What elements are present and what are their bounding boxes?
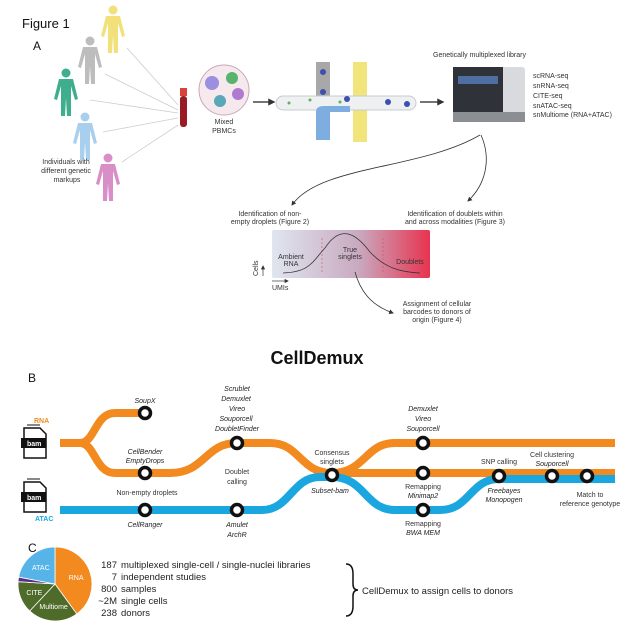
doublets-label: Doublets (396, 259, 424, 266)
person-grey-icon (78, 36, 102, 84)
microfluidics-chip-icon (275, 62, 417, 142)
node-consensus (324, 467, 340, 483)
stat-text: independent studies (121, 572, 206, 583)
pie-label: RNA (69, 575, 84, 582)
atac-file-label: bam (27, 495, 41, 502)
stat-value: 7 (112, 572, 117, 583)
stat-text: samples (121, 584, 157, 595)
node-match (579, 468, 595, 484)
axis-y-label: Cells (253, 260, 260, 276)
person-yellow-icon (101, 5, 125, 53)
flow-curve (467, 134, 487, 202)
metro-nodes (137, 405, 595, 518)
cellDemux-title: CellDemux (270, 348, 363, 368)
person-pink-icon (96, 153, 120, 201)
node-remap-atac (415, 502, 431, 518)
metro-lines (60, 409, 615, 514)
flow-curve (354, 271, 394, 315)
panel-c-label: C (28, 541, 37, 555)
stat-value: 800 (101, 584, 117, 595)
node-doublet-rna (229, 435, 245, 451)
assay-list: scRNA-seq snRNA-seq CITE-seq snATAC-seq … (533, 73, 612, 119)
umi-distribution-panel (272, 230, 430, 278)
figure-title: Figure 1 (22, 16, 70, 31)
pie-slice-multiome (29, 583, 78, 622)
axis-x-label: UMIs (272, 285, 289, 292)
person-lightblue-icon (73, 112, 97, 160)
stat-value: 187 (101, 560, 117, 571)
pie-label: Multiome (39, 604, 68, 611)
soupx-label: SoupX (134, 398, 155, 405)
node-soupx (137, 405, 153, 421)
pie-label: CITE (26, 590, 42, 597)
panel-b-label: B (28, 371, 36, 385)
cellranger-label: CellRanger (127, 522, 163, 529)
node-clustering (544, 468, 560, 484)
non-empty-label: Non-empty droplets (116, 490, 178, 497)
atac-modality-label: ATAC (35, 516, 53, 523)
stat-value: ~2M (98, 596, 117, 607)
empty-droplets-note: Identification of non-empty droplets (Fi… (231, 211, 309, 226)
node-demux (415, 435, 431, 451)
individuals-label: Individuals with different genetic marku… (41, 159, 93, 184)
pie-slice-rna (54, 546, 93, 615)
node-snp-calling (491, 468, 507, 484)
rna-file-label: bam (27, 441, 41, 448)
pbmc-cells-icon (198, 64, 250, 116)
panel-a-label: A (33, 39, 41, 53)
stat-text: donors (121, 608, 150, 619)
person-green-icon (54, 68, 78, 116)
rna-modality-label: RNA (34, 418, 49, 425)
node-doublet-atac (229, 502, 245, 518)
node-remap-rna (415, 465, 431, 481)
brace-icon (345, 563, 359, 617)
stat-value: 238 (101, 608, 117, 619)
blood-tube-icon (180, 88, 187, 127)
flow-curve (291, 134, 481, 206)
pie-chart: RNA Multiome CITE ATAC (17, 546, 93, 622)
connector-lines (89, 47, 179, 163)
snp-calling-label: SNP calling (481, 459, 517, 466)
stat-text: multiplexed single-cell / single-nuclei … (121, 560, 311, 571)
sequencer-icon (453, 67, 525, 122)
subset-bam-label: Subset-bam (311, 488, 349, 495)
pie-label: ATAC (32, 565, 50, 572)
pie-slice-atac (18, 546, 56, 585)
stats-list: 187 multiplexed single-cell / single-nucl… (98, 560, 311, 619)
stat-text: single cells (121, 596, 168, 607)
library-title: Genetically multiplexed library (433, 52, 526, 59)
node-cellranger (137, 502, 153, 518)
node-cellbender (137, 465, 153, 481)
conclusion-text: CellDemux to assign cells to donors (362, 586, 513, 597)
